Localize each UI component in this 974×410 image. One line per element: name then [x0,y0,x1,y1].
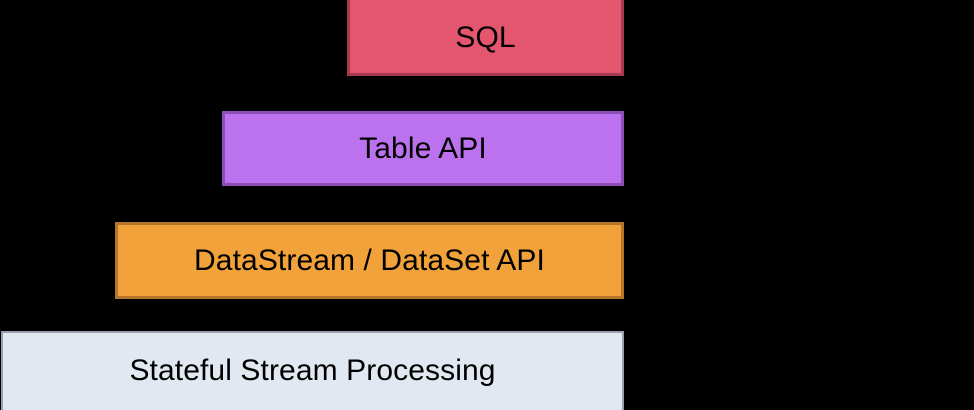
layer-label-table-api: Table API [359,131,487,165]
layer-box-table-api[interactable]: Table API [222,111,624,186]
layer-box-datastream-dataset-api[interactable]: DataStream / DataSet API [115,222,624,299]
layer-box-sql[interactable]: SQL [347,0,624,76]
layer-label-stateful-stream-processing: Stateful Stream Processing [129,354,496,387]
layer-label-datastream-dataset-api: DataStream / DataSet API [194,243,545,277]
layer-box-stateful-stream-processing[interactable]: Stateful Stream Processing [1,331,624,410]
layer-label-sql: SQL [455,21,516,54]
